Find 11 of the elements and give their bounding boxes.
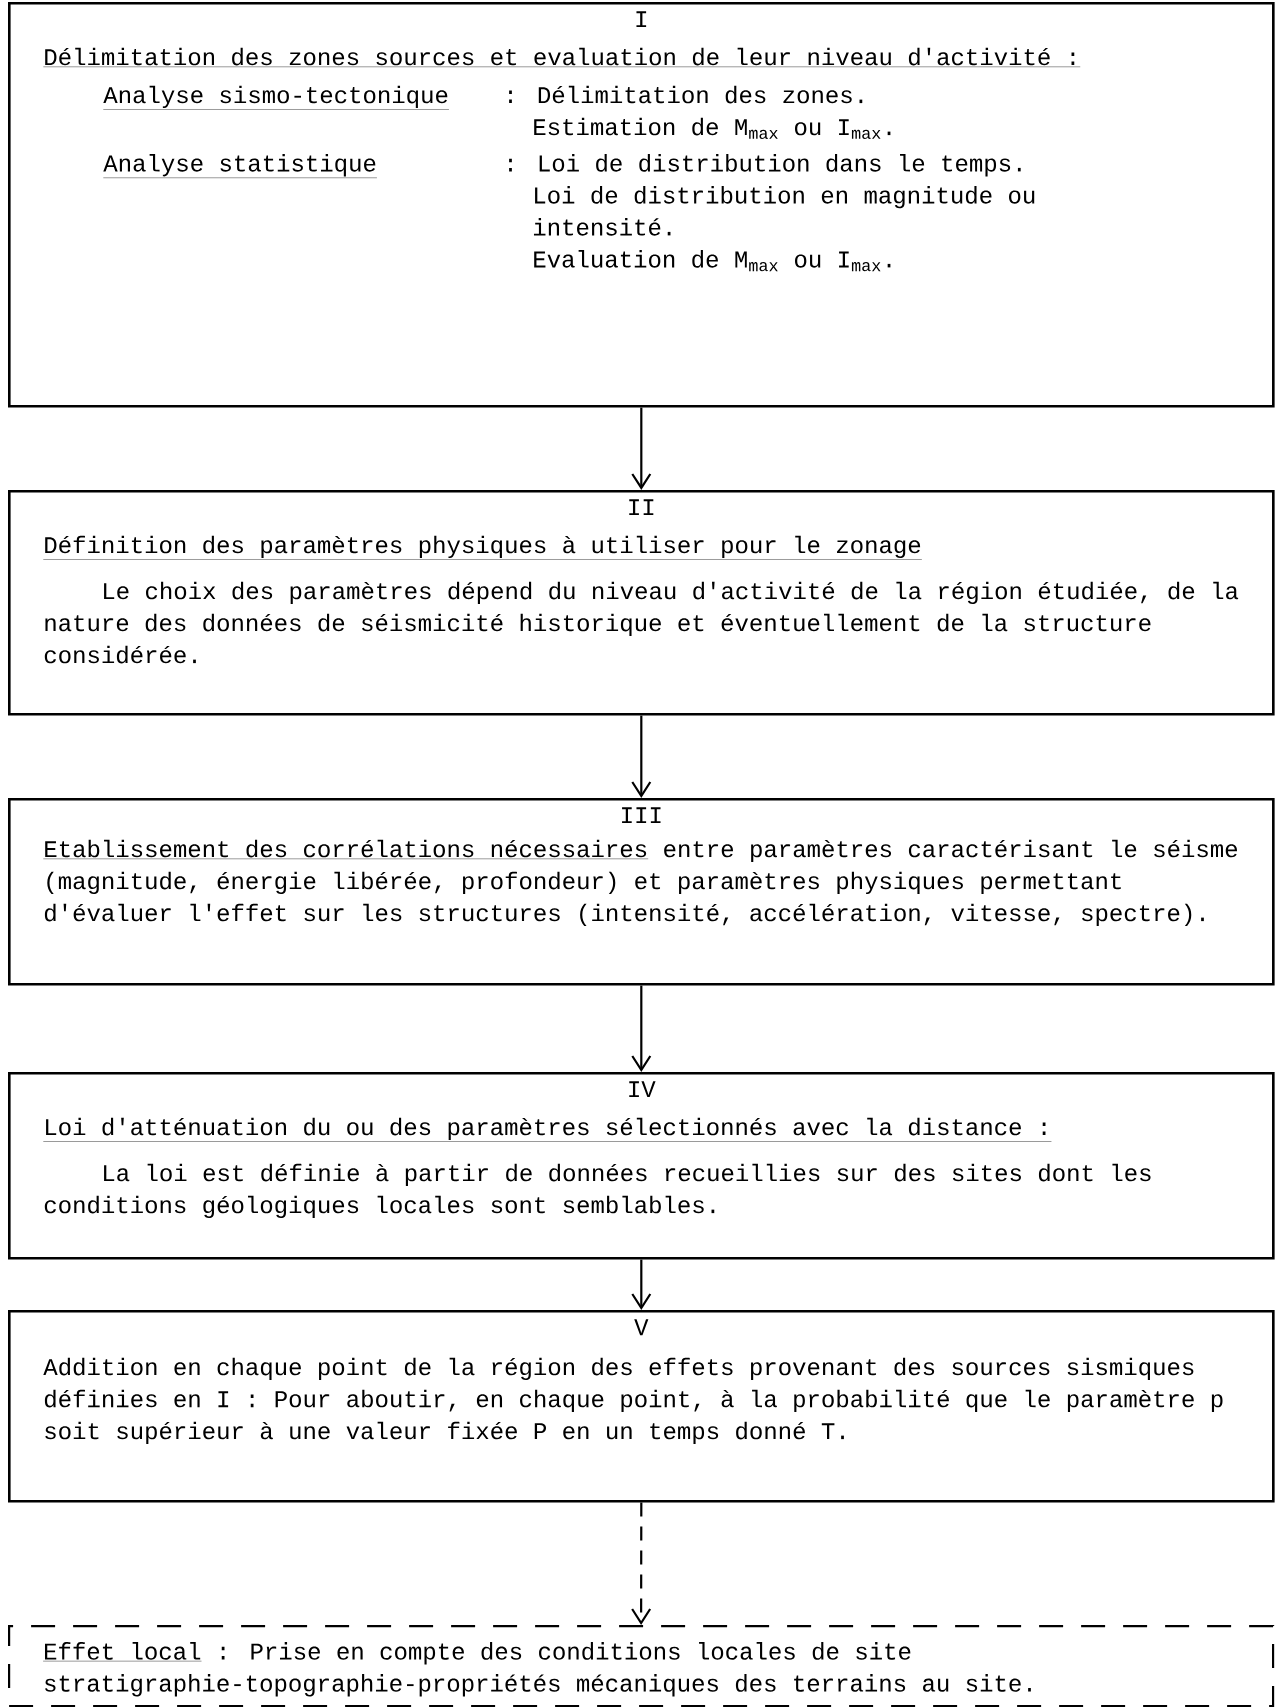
arrow <box>631 407 652 490</box>
process-box: III Etablissement des corrélations nécessaires entre paramètres caractérisant le séisme (magnitude, énergie libérée, profondeur) et paramètres physiques permettant d'évaluer l'effet sur les structures (intensité, accélération, vitesse, spectre). <box>8 798 1275 986</box>
process-box: V Addition en chaque point de la région des effets provenant des sources sismiques définies en I : Pour aboutir, en chaque point, à la probabilité que le paramètre p soit supérieur à une valeur fixée P en un temps donné T. <box>8 1310 1275 1503</box>
arrow <box>631 1259 652 1310</box>
process-box: II Définition des paramètres physiques à utiliser pour le zonage Le choix des paramètres dépend du niveau d'activité de la région étudiée, de la nature des données de séismicité historique et éventuellement de la structure considérée. <box>8 490 1275 716</box>
dashed-box: Effet local : Prise en compte des conditions locales de site stratigraphie-topographie-propriétés mécaniques des terrains au site. <box>8 1625 1275 1707</box>
arrow <box>631 985 652 1072</box>
arrow <box>631 1502 652 1626</box>
process-box: IV Loi d'atténuation du ou des paramètres sélectionnés avec la distance : La loi est définie à partir de données recueillies sur des sites dont les conditions géologiques locales sont semblables. <box>8 1072 1275 1260</box>
arrow <box>631 715 652 798</box>
process-box: I Délimitation des zones sources et evaluation de leur niveau d'activité : Analyse sismo-tectonique : Délimitation des zones. Estimation de M$_{max}$ ou I$_{max}$. Analyse statistique : Loi de distribution dans le temps. Loi de distribution en magnitude ou intensité. Evaluation de M$_{max}$ ou I$_{max}$. <box>8 2 1275 408</box>
